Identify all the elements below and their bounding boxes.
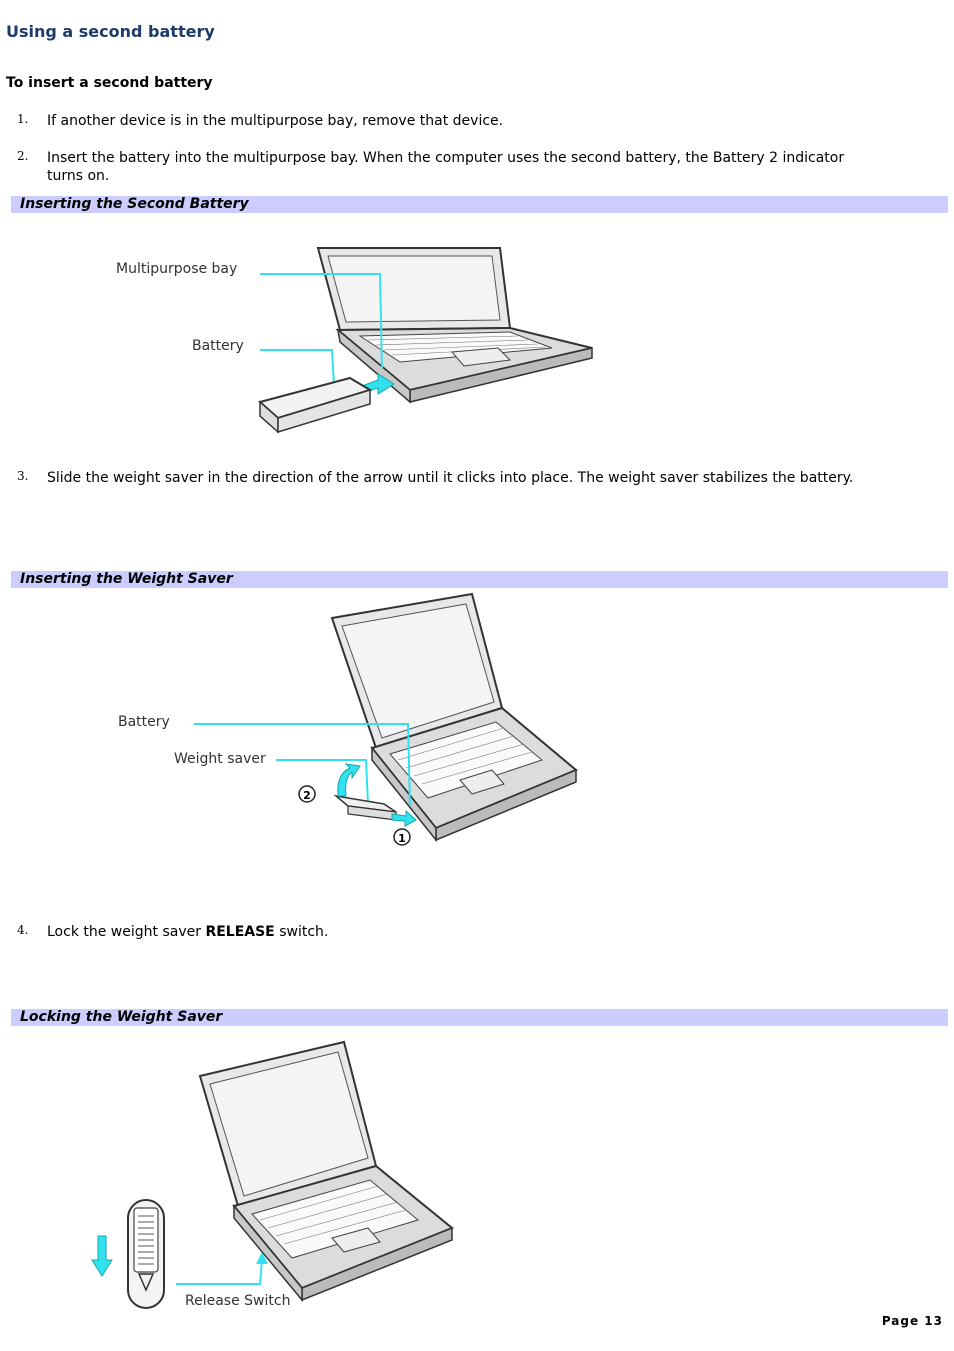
figure-caption-bar: Inserting the Weight Saver — [11, 571, 948, 588]
callout-label: Battery — [118, 714, 170, 730]
step-text: Slide the weight saver in the direction … — [47, 470, 854, 486]
arrow-icon — [256, 1252, 268, 1264]
callout-line — [276, 759, 369, 805]
section-heading: To insert a second battery — [6, 75, 213, 91]
curved-arrow-icon — [337, 763, 361, 797]
arrow-icon — [391, 809, 417, 827]
step-text: If another device is in the multipurpose… — [47, 113, 504, 129]
callout-line — [260, 273, 383, 369]
step-number: 3. — [17, 469, 29, 483]
step-text: Lock the weight saver RELEASE switch. — [47, 924, 329, 940]
callout-line — [260, 349, 335, 387]
callout-label: Weight saver — [174, 751, 266, 767]
figure-caption-bar: Inserting the Second Battery — [11, 196, 948, 213]
figure-caption: Inserting the Second Battery — [20, 196, 249, 212]
page-number: Page 13 — [881, 1314, 943, 1328]
insert-battery-illustration: Multipurpose bay Battery — [116, 247, 593, 434]
callout-label: Battery — [192, 338, 244, 354]
callout-label: Release Switch — [185, 1293, 290, 1309]
step-marker-number: 2 — [303, 789, 311, 802]
release-label: RELEASE — [205, 924, 275, 940]
step-marker-icon — [298, 785, 316, 803]
figure-caption: Inserting the Weight Saver — [20, 571, 233, 587]
figure-caption: Locking the Weight Saver — [20, 1009, 223, 1025]
callout-line — [194, 723, 411, 807]
step-marker-icon — [393, 828, 411, 846]
down-arrow-icon — [91, 1235, 113, 1277]
callout-label: Multipurpose bay — [116, 261, 237, 277]
callout-line — [176, 1259, 263, 1285]
step-number: 2. — [17, 149, 29, 163]
figure-caption-bar: Locking the Weight Saver — [11, 1009, 948, 1026]
down-triangle-icon — [137, 1273, 155, 1292]
insert-weight-saver-illustration: 2 1 Battery Weight saver — [118, 592, 578, 846]
step-number: 4. — [17, 923, 29, 937]
page-title: Using a second battery — [6, 22, 215, 41]
step-text: Insert the battery into the multipurpose… — [47, 150, 845, 184]
step-number: 1. — [17, 112, 29, 126]
step-marker-number: 1 — [398, 832, 406, 845]
lock-weight-saver-illustration: Release Switch — [91, 1040, 454, 1309]
